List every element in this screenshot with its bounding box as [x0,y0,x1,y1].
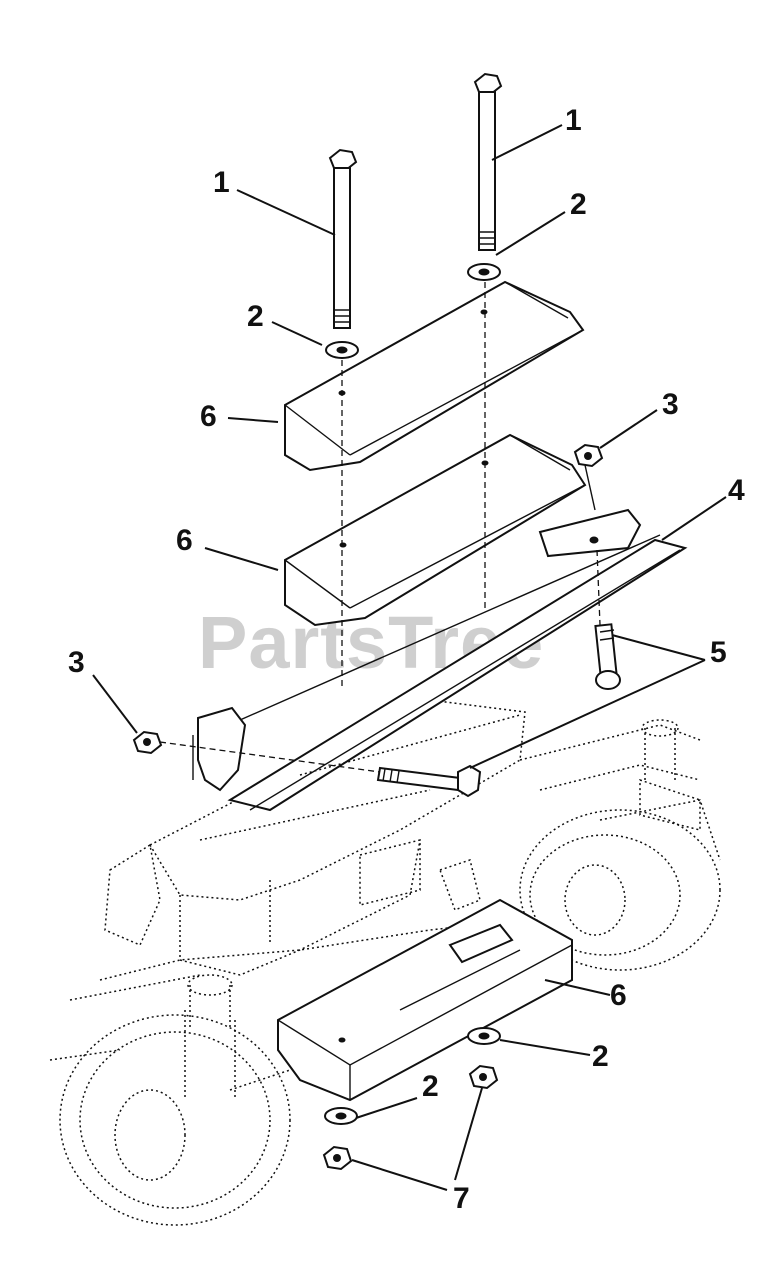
callout-label: 6 [200,400,217,433]
callout-label: 2 [422,1070,439,1103]
nut-bottom-right [468,1064,499,1090]
alignment-lines [159,282,601,773]
nut-bottom-left [322,1145,353,1171]
callout-label: 2 [247,300,264,333]
bolt-left [328,148,358,329]
callout-label: 3 [662,388,679,421]
callout-label: 6 [176,524,193,557]
washer-bottom-left [324,1107,358,1125]
callout-label: 6 [610,979,627,1012]
mower-frame [49,699,721,1226]
weight-upper [284,280,585,472]
callout-label: 7 [453,1182,470,1215]
washer-top-right [467,263,501,281]
callout-label: 5 [710,636,727,669]
callout-label: 2 [592,1040,609,1073]
carriage-bolt-right [594,623,621,690]
callout-label: 2 [570,188,587,221]
bolt-right [473,72,503,251]
weight-middle [284,433,587,627]
nut-left [132,730,163,755]
callout-labels: 1 1 2 2 3 3 4 5 6 6 6 2 2 7 [68,104,745,1215]
callout-label: 4 [728,474,745,507]
weight-bracket [192,508,688,812]
washer-bottom-right [467,1027,501,1045]
nut-right [573,443,604,511]
weight-lower [277,898,573,1102]
callout-label: 1 [565,104,582,137]
leader-lines [92,124,727,1191]
callout-label: 1 [213,166,230,199]
callout-label: 3 [68,646,85,679]
washer-top-left [325,341,359,359]
carriage-bolt-horizontal [376,764,482,798]
